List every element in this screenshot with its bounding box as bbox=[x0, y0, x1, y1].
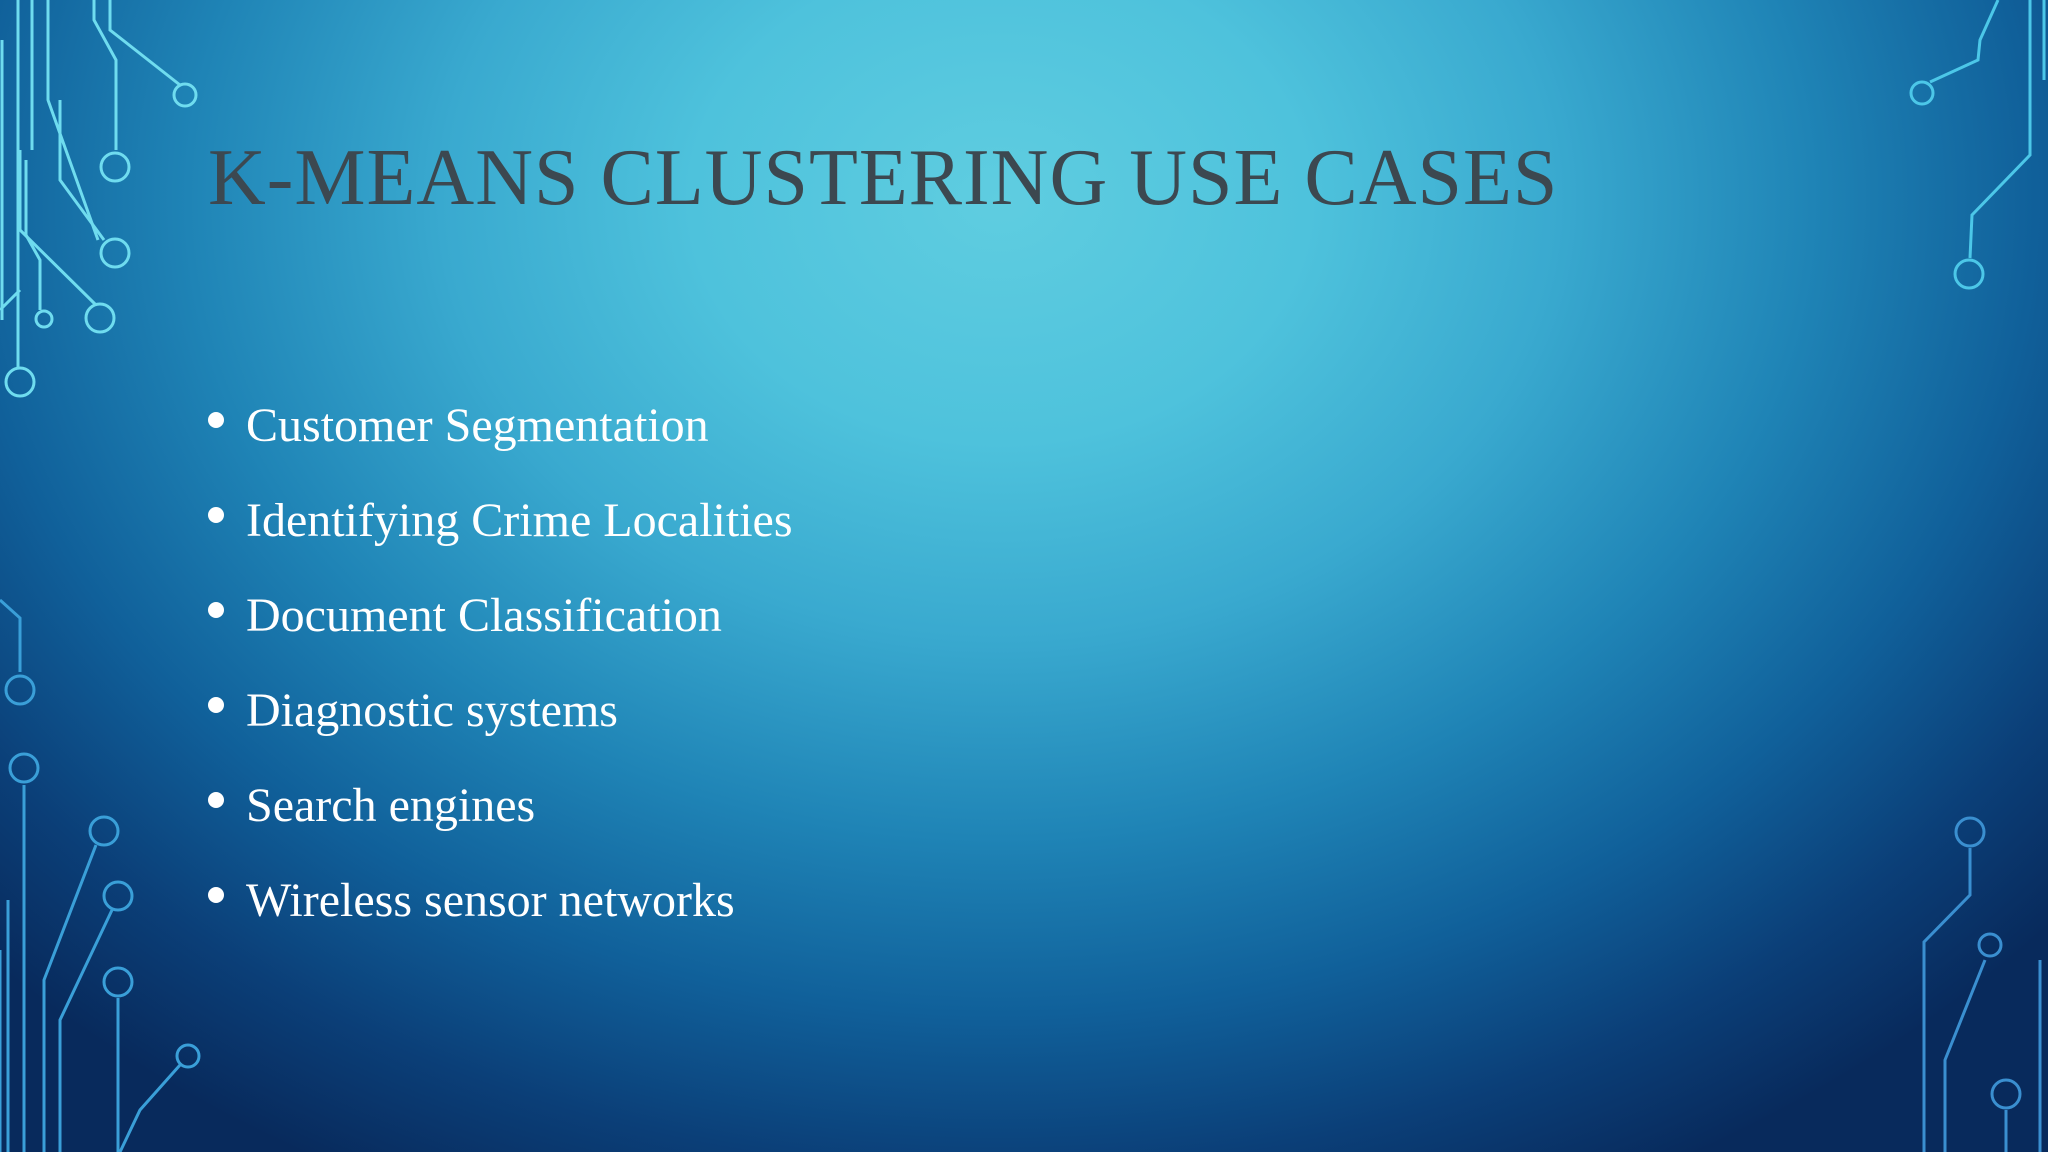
bullet-icon bbox=[208, 602, 224, 618]
bullet-icon bbox=[208, 792, 224, 808]
list-item: Customer Segmentation bbox=[208, 396, 793, 491]
bullet-text: Wireless sensor networks bbox=[246, 874, 735, 927]
bullet-list: Customer Segmentation Identifying Crime … bbox=[208, 396, 793, 966]
list-item: Diagnostic systems bbox=[208, 681, 793, 776]
list-item: Wireless sensor networks bbox=[208, 871, 793, 966]
bullet-text: Document Classification bbox=[246, 589, 722, 642]
bullet-icon bbox=[208, 412, 224, 428]
list-item: Search engines bbox=[208, 776, 793, 871]
bullet-text: Customer Segmentation bbox=[246, 399, 709, 452]
bullet-icon bbox=[208, 507, 224, 523]
bullet-text: Identifying Crime Localities bbox=[246, 494, 793, 547]
list-item: Document Classification bbox=[208, 586, 793, 681]
bullet-icon bbox=[208, 697, 224, 713]
bullet-text: Diagnostic systems bbox=[246, 684, 618, 737]
list-item: Identifying Crime Localities bbox=[208, 491, 793, 586]
bullet-text: Search engines bbox=[246, 779, 536, 832]
slide-title: K-MEANS CLUSTERING USE CASES bbox=[208, 134, 1559, 222]
bullet-icon bbox=[208, 887, 224, 903]
